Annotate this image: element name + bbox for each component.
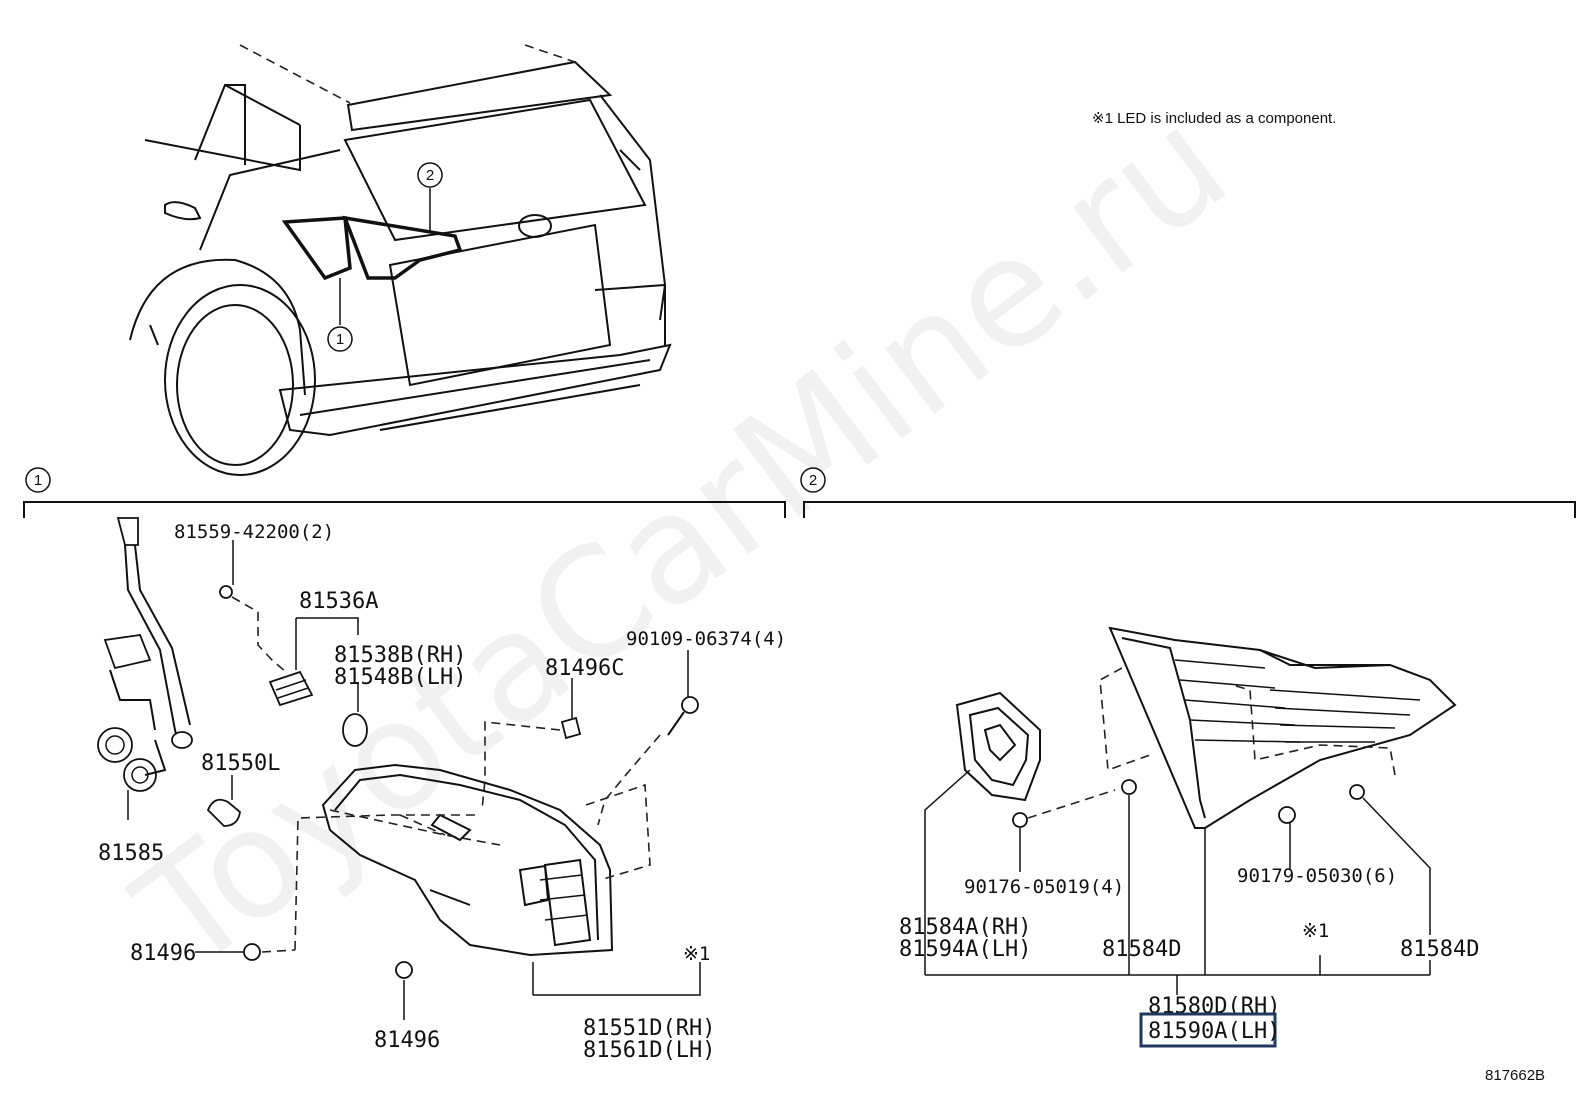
- gasket-81538b[interactable]: [342, 682, 368, 747]
- label-81496-left[interactable]: 81496: [130, 941, 196, 966]
- label-81594a-lh[interactable]: 81594A(LH): [899, 937, 1031, 962]
- label-81551d-rh[interactable]: 81551D(RH): [583, 1016, 715, 1041]
- nut-90176-05019[interactable]: [1012, 789, 1116, 872]
- label-81550l[interactable]: 81550L: [201, 751, 280, 776]
- callout-2-vehicle[interactable]: 2: [417, 162, 443, 188]
- label-81584d-right[interactable]: 81584D: [1400, 937, 1479, 962]
- tail-lamp-inner-81590a[interactable]: [1108, 626, 1457, 960]
- section-1-number: 1: [34, 472, 42, 489]
- label-90176-05019[interactable]: 90176-05019(4): [964, 876, 1124, 898]
- label-81561d-lh[interactable]: 81561D(LH): [583, 1038, 715, 1063]
- tail-lamp-outer-81551d[interactable]: [321, 763, 701, 996]
- led-mark-left: ※1: [683, 943, 710, 965]
- bulb-81550l[interactable]: [206, 775, 241, 827]
- section-1-header: 1: [23, 467, 786, 518]
- svg-text:1: 1: [336, 331, 344, 348]
- callout-1-section[interactable]: [25, 467, 51, 493]
- label-81590a-lh[interactable]: 81590A(LH): [1148, 1019, 1280, 1044]
- label-81496-bottom[interactable]: 81496: [374, 1028, 440, 1053]
- diagram-id: 817662B: [1485, 1067, 1545, 1084]
- highlighted-part-81590a[interactable]: 81590A(LH): [1139, 1012, 1280, 1048]
- led-mark-right: ※1: [1302, 920, 1329, 942]
- clip-81496c[interactable]: [481, 678, 582, 811]
- label-81559-42200[interactable]: 81559-42200(2): [174, 521, 334, 543]
- label-81538b-rh[interactable]: 81538B(RH): [334, 643, 466, 668]
- label-81584d-mid[interactable]: 81584D: [1102, 937, 1181, 962]
- label-81496c[interactable]: 81496C: [545, 656, 624, 681]
- label-90179-05030[interactable]: 90179-05030(6): [1237, 865, 1397, 887]
- callout-1-vehicle[interactable]: 1: [327, 326, 353, 352]
- socket-wire-81585[interactable]: [97, 517, 193, 820]
- led-note: ※1 LED is included as a component.: [1092, 110, 1336, 127]
- svg-text:2: 2: [426, 167, 434, 184]
- section-2-number: 2: [809, 472, 817, 489]
- bulb-socket-81536a[interactable]: [268, 617, 359, 707]
- callout-2-section[interactable]: [800, 467, 826, 493]
- label-81585[interactable]: 81585: [98, 841, 164, 866]
- label-81548b-lh[interactable]: 81548B(LH): [334, 665, 466, 690]
- clip-81496-bottom[interactable]: [395, 961, 413, 1020]
- nut-90179-05030[interactable]: [1278, 806, 1296, 870]
- clip-81584d-right[interactable]: [1349, 784, 1431, 935]
- label-90109-06374[interactable]: 90109-06374(4): [626, 628, 786, 650]
- label-81584a-rh[interactable]: 81584A(RH): [899, 915, 1031, 940]
- screw-90109-06374[interactable]: [597, 650, 699, 826]
- clip-81496-left[interactable]: [195, 943, 296, 961]
- label-81536a[interactable]: 81536A: [299, 589, 378, 614]
- clip-81559-42200[interactable]: [219, 540, 287, 673]
- vehicle-rear-illustration: [129, 44, 672, 476]
- gasket-81584a[interactable]: [924, 691, 1041, 960]
- section-2-header: 2: [800, 467, 1576, 518]
- clip-81584d-mid[interactable]: [1121, 779, 1137, 960]
